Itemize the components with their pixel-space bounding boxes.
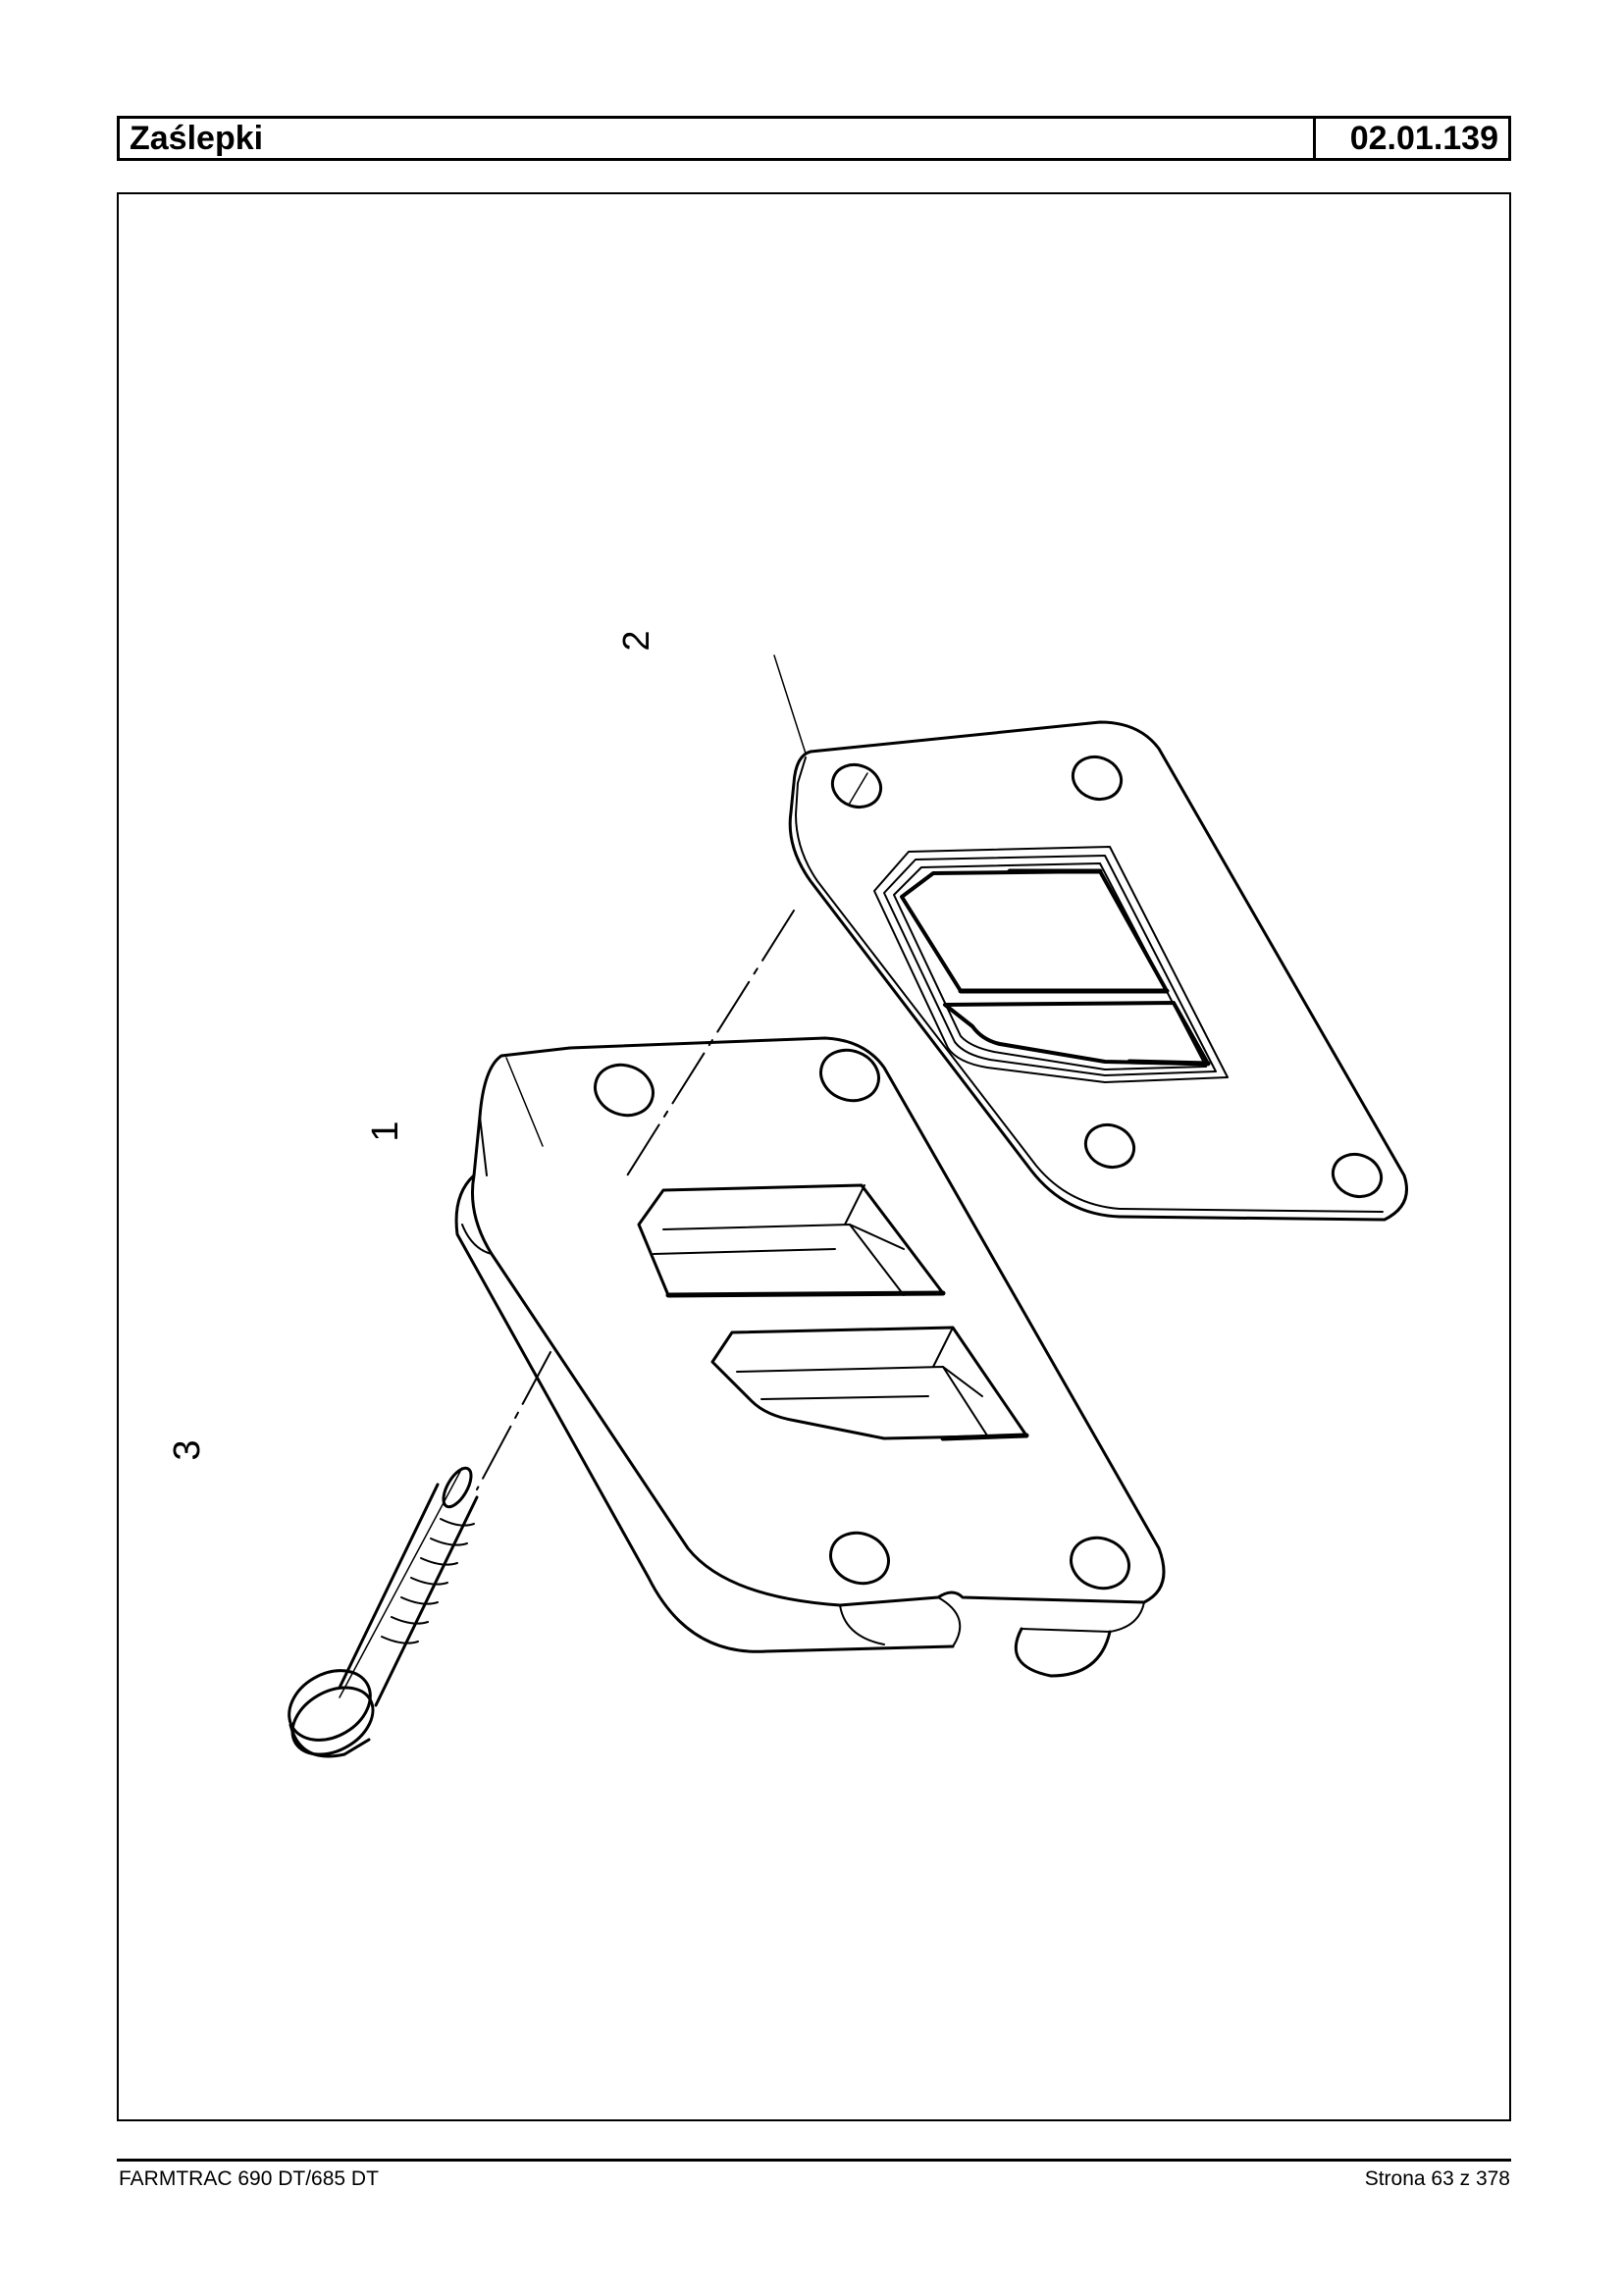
page-header: Zaślepki 02.01.139 bbox=[117, 116, 1511, 161]
parts-drawing-frame: 2 1 3 bbox=[117, 192, 1511, 2121]
footer-page-number: Strona 63 z 378 bbox=[1364, 2167, 1510, 2190]
section-code: 02.01.139 bbox=[1349, 120, 1498, 157]
callout-leader-lines bbox=[339, 654, 807, 1698]
part-1-blanking-plate bbox=[454, 1036, 1166, 1678]
part-callouts: 2 1 3 bbox=[167, 630, 657, 1460]
exploded-parts-drawing: 2 1 3 bbox=[167, 630, 1408, 1758]
footer-model: FARMTRAC 690 DT/685 DT bbox=[119, 2167, 379, 2190]
footer-divider bbox=[117, 2159, 1511, 2162]
part-2-cover-plate bbox=[788, 720, 1408, 1222]
callout-1: 1 bbox=[365, 1121, 406, 1141]
part-3-flange-bolt bbox=[288, 1466, 479, 1758]
callout-3: 3 bbox=[167, 1439, 208, 1460]
callout-2: 2 bbox=[616, 630, 657, 651]
assembly-center-lines bbox=[476, 910, 795, 1490]
page-title: Zaślepki bbox=[120, 119, 1316, 158]
